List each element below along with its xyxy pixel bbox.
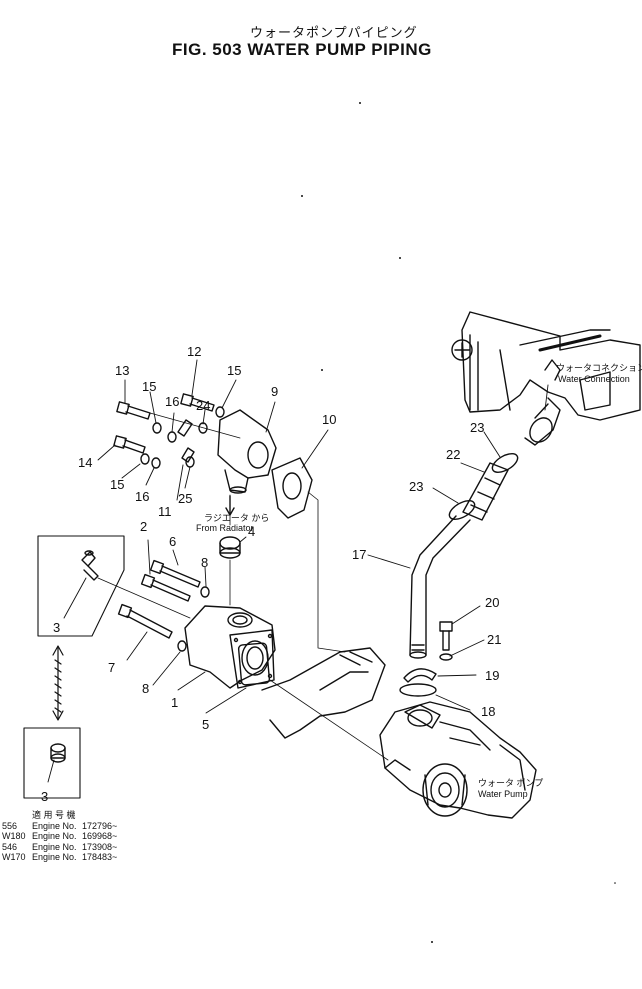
callout-24: 24: [196, 398, 211, 413]
callout-7: 7: [108, 660, 116, 675]
callout-6: 6: [169, 534, 177, 549]
applicability-label: Engine No.: [32, 841, 77, 852]
clip-11: [177, 419, 195, 463]
bolt-6: [149, 559, 201, 588]
callout-17: 17: [352, 547, 367, 562]
applicability-model: W180: [2, 831, 26, 841]
bolt-20: [439, 621, 453, 651]
figure-title-jp: ウォータポンプパイピング: [250, 25, 418, 40]
callout-16-b: 16: [135, 489, 150, 504]
applicability-serial: 169968~: [82, 831, 118, 841]
callout-3-lower: 3: [41, 789, 49, 804]
o-ring-18: [399, 683, 437, 697]
note-radiator-jp: ラジエータ から: [204, 513, 270, 523]
bolt-7: [117, 603, 173, 639]
applicability-model: 556: [2, 820, 18, 831]
water-pipe-housing-1: [184, 605, 276, 689]
washer-8-a: [200, 586, 210, 598]
applicability-serial: 173908~: [82, 841, 118, 852]
bolt-13: [116, 401, 151, 420]
applicability-header: 適 用 号 機: [32, 810, 76, 820]
applicability-row: 556 Engine No. 172796~: [2, 821, 117, 832]
gasket-10: [271, 457, 313, 519]
callout-13: 13: [115, 363, 130, 378]
callout-22: 22: [446, 447, 461, 462]
callout-18: 18: [481, 704, 496, 719]
callout-20: 20: [485, 595, 500, 610]
hose-22: [462, 462, 509, 521]
washer-16-a: [167, 431, 177, 443]
callout-8-lower: 8: [142, 681, 150, 696]
callout-4: 4: [248, 524, 256, 539]
gasket-5: [237, 642, 271, 686]
callout-16-a: 16: [165, 394, 180, 409]
gasket-19: [403, 668, 437, 683]
elbow-9: [217, 409, 277, 494]
washer-21: [439, 653, 453, 661]
callout-1: 1: [171, 695, 179, 710]
applicability-model: 546: [2, 841, 18, 852]
pipe-17: [409, 515, 471, 659]
callout-19: 19: [485, 668, 500, 683]
callout-12: 12: [187, 344, 202, 359]
callout-2: 2: [140, 519, 148, 534]
applicability-row: W180 Engine No. 169968~: [2, 831, 117, 842]
water-connection-outlet: [524, 397, 561, 446]
applicability-serial: 172796~: [82, 820, 118, 831]
washer-15-b: [140, 453, 150, 465]
callout-9: 9: [271, 384, 279, 399]
applicability-serial: 178483~: [82, 852, 118, 862]
assembly-lines: [97, 412, 389, 761]
applicability-label: Engine No.: [32, 831, 77, 841]
inset-box-upper: [37, 535, 125, 637]
applicability-model: W170: [2, 852, 26, 862]
callout-25: 25: [178, 491, 193, 506]
plug-3: [50, 743, 66, 763]
elbow-fitting-3: [81, 550, 99, 581]
note-radiator-en: From Radiator: [196, 523, 254, 533]
arrow-from-radiator: [225, 495, 235, 516]
note-water-connection-jp: ウォータコネクション: [556, 363, 642, 373]
callout-21: 21: [487, 632, 502, 647]
note-water-pump-jp: ウォータ ポンプ: [478, 778, 544, 788]
plug-4: [219, 536, 241, 559]
applicability-label: Engine No.: [32, 852, 77, 862]
bolt-14: [113, 435, 146, 454]
callout-15-c: 15: [110, 477, 125, 492]
bolt-2: [140, 573, 191, 602]
callout-23-upper: 23: [470, 420, 485, 435]
leader-lines: [47, 359, 549, 783]
callout-14: 14: [78, 455, 93, 470]
callout-10: 10: [322, 412, 337, 427]
callout-23-lower: 23: [409, 479, 424, 494]
applicability-row: W170 Engine No. 178483~: [2, 852, 117, 863]
washer-16-b: [151, 457, 161, 469]
water-inlet-pipe: [261, 647, 386, 739]
water-connection-housing: [451, 311, 641, 421]
callout-15-b: 15: [227, 363, 242, 378]
washer-15-c: [215, 406, 225, 418]
water-pump-pulley: [422, 763, 468, 817]
hose-clamp-23-upper: [491, 453, 519, 473]
callout-11: 11: [158, 504, 172, 519]
applicability-label: Engine No.: [32, 820, 77, 831]
note-water-connection-en: Water Connection: [558, 374, 630, 384]
callout-8-upper: 8: [201, 555, 209, 570]
equivalence-arrow: [52, 645, 64, 721]
figure-title: FIG. 503 WATER PUMP PIPING: [172, 40, 432, 59]
hose-clamp-23-lower: [448, 500, 476, 520]
bolt-12: [180, 393, 215, 412]
applicability-row: 546 Engine No. 173908~: [2, 842, 117, 853]
scan-specks: [301, 102, 616, 943]
inset-box-lower: [23, 727, 81, 799]
note-water-pump-en: Water Pump: [478, 789, 528, 799]
callout-3-upper: 3: [53, 620, 61, 635]
callout-15-a: 15: [142, 379, 157, 394]
washer-8-b: [177, 640, 187, 652]
callout-5: 5: [202, 717, 210, 732]
washer-15-a: [152, 422, 162, 434]
water-pump-body: [379, 701, 537, 819]
